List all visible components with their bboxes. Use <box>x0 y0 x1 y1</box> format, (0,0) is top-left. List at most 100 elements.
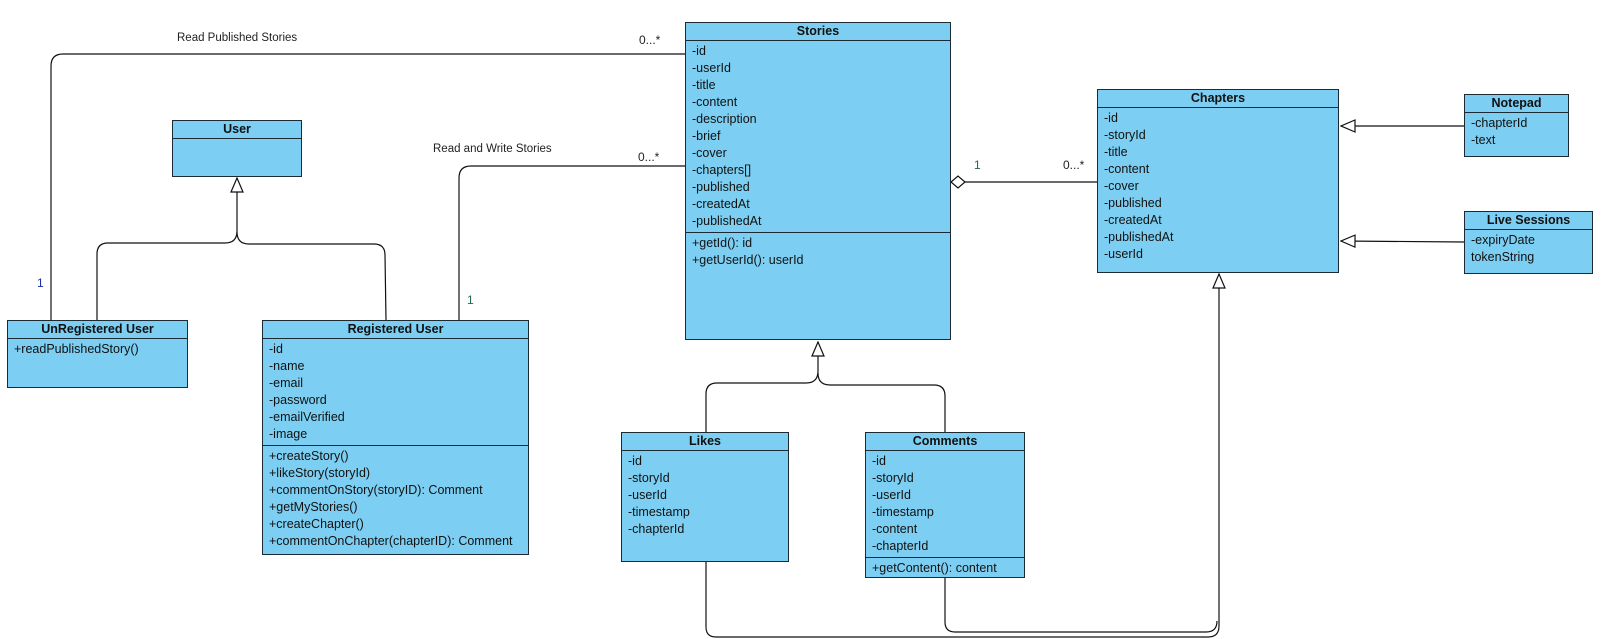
class-method: +getId(): id <box>692 236 753 250</box>
class-attribute: -publishedAt <box>692 214 762 228</box>
class-attribute: -userId <box>872 488 911 502</box>
class-attribute: -cover <box>1104 179 1139 193</box>
class-attribute: -id <box>692 44 706 58</box>
class-attribute: -chapters[] <box>692 163 752 177</box>
class-attribute: -emailVerified <box>269 410 345 424</box>
class-attribute: -storyId <box>628 471 670 485</box>
class-attributes: -id -name -email -password -emailVerified -im… <box>263 339 528 445</box>
class-attribute: -published <box>692 180 750 194</box>
aggregation-target-mult: 0...* <box>1063 158 1085 172</box>
class-attribute: -timestamp <box>628 505 690 519</box>
generalization-live-to-chapters <box>1341 241 1465 242</box>
generalization-unregistered-to-user <box>96 178 237 320</box>
class-method: +commentOnChapter(chapterID): Comment <box>269 534 513 548</box>
class-attribute: tokenString <box>1471 250 1535 264</box>
aggregation-diamond <box>950 175 966 189</box>
class-title: Chapters <box>1098 90 1338 108</box>
assoc-read-write-line <box>458 165 688 320</box>
class-attribute: -image <box>269 427 308 441</box>
class-method: +createStory() <box>269 449 349 463</box>
generalization-likes-to-stories <box>705 342 818 432</box>
class-attribute: -content <box>872 522 918 536</box>
class-user[interactable]: User <box>172 120 302 177</box>
class-title: Likes <box>622 433 788 451</box>
class-attribute: -title <box>692 78 716 92</box>
class-comments[interactable]: Comments -id -storyId -userId -timestamp -con… <box>865 432 1025 578</box>
class-attribute: -text <box>1471 133 1496 147</box>
class-method: +getMyStories() <box>269 500 358 514</box>
class-attribute: -publishedAt <box>1104 230 1174 244</box>
class-attribute: -brief <box>692 129 721 143</box>
assoc-read-published-source-mult: 1 <box>37 276 44 290</box>
class-attribute: -userId <box>1104 247 1143 261</box>
class-attributes: -expiryDate tokenString <box>1465 230 1592 268</box>
class-attributes: -id -storyId -title -content -cover -publishe… <box>1098 108 1338 265</box>
class-attribute: -userId <box>628 488 667 502</box>
class-attribute: -userId <box>692 61 731 75</box>
class-stories[interactable]: Stories -id -userId -title -content -descript… <box>685 22 951 340</box>
class-method: +commentOnStory(storyID): Comment <box>269 483 483 497</box>
class-attribute: -name <box>269 359 305 373</box>
class-attribute: -createdAt <box>692 197 750 211</box>
generalization-comments-to-chapters <box>944 578 1218 633</box>
class-attribute: -description <box>692 112 757 126</box>
class-attribute: -chapterId <box>1471 116 1528 130</box>
class-attribute: -chapterId <box>872 539 929 553</box>
generalization-likes-to-chapters <box>705 274 1219 638</box>
class-attributes: -id -userId -title -content -description -bri… <box>686 41 950 232</box>
class-title: Live Sessions <box>1465 212 1592 230</box>
aggregation-source-mult: 1 <box>974 158 981 172</box>
class-attribute: -id <box>269 342 283 356</box>
class-attribute: -content <box>1104 162 1150 176</box>
class-live-sessions[interactable]: Live Sessions -expiryDate tokenString <box>1464 211 1593 274</box>
class-attribute: -content <box>692 95 738 109</box>
class-title: User <box>173 121 301 139</box>
class-attribute: -timestamp <box>872 505 934 519</box>
class-title: Stories <box>686 23 950 41</box>
class-attribute: -cover <box>692 146 727 160</box>
class-method: +likeStory(storyId) <box>269 466 371 480</box>
class-method: +getContent(): content <box>872 561 997 575</box>
class-attribute: -chapterId <box>628 522 685 536</box>
class-attribute: -email <box>269 376 304 390</box>
class-attribute: -expiryDate <box>1471 233 1535 247</box>
class-attributes: +readPublishedStory() <box>8 339 187 360</box>
assoc-read-published-line <box>50 53 688 320</box>
class-attribute: -id <box>628 454 642 468</box>
class-method: +getUserId(): userId <box>692 253 804 267</box>
class-title: Registered User <box>263 321 528 339</box>
class-attribute: -published <box>1104 196 1162 210</box>
class-methods: +getId(): id +getUserId(): userId <box>686 232 950 271</box>
class-likes[interactable]: Likes -id -storyId -userId -timestamp -chapte… <box>621 432 789 562</box>
class-attribute: -createdAt <box>1104 213 1162 227</box>
class-methods: +createStory() +likeStory(storyId) +commen… <box>263 445 528 552</box>
assoc-read-write-label: Read and Write Stories <box>433 143 552 155</box>
class-registered-user[interactable]: Registered User -id -name -email -password -e… <box>262 320 529 555</box>
assoc-read-published-target-mult: 0...* <box>639 33 661 47</box>
class-title: Notepad <box>1465 95 1568 113</box>
class-unregistered-user[interactable]: UnRegistered User +readPublishedStory() <box>7 320 188 388</box>
class-attributes: -chapterId -text <box>1465 113 1568 151</box>
class-attributes: -id -storyId -userId -timestamp -content -cha… <box>866 451 1024 557</box>
generalization-comments-to-stories <box>817 372 946 432</box>
class-attribute: -storyId <box>872 471 914 485</box>
assoc-read-write-source-mult: 1 <box>467 293 474 307</box>
assoc-read-write-target-mult: 0...* <box>638 150 660 164</box>
class-notepad[interactable]: Notepad -chapterId -text <box>1464 94 1569 157</box>
class-attribute: -storyId <box>1104 128 1146 142</box>
class-methods: +getContent(): content <box>866 557 1024 579</box>
generalization-registered-to-user <box>236 231 387 321</box>
class-title: UnRegistered User <box>8 321 187 339</box>
class-attributes: -id -storyId -userId -timestamp -chapterId <box>622 451 788 540</box>
class-attributes <box>173 139 301 143</box>
class-attribute: -id <box>872 454 886 468</box>
class-attribute: -id <box>1104 111 1118 125</box>
class-attribute: -title <box>1104 145 1128 159</box>
class-method: +createChapter() <box>269 517 364 531</box>
class-chapters[interactable]: Chapters-id-storyId-title-content-cover-… <box>1097 89 1339 273</box>
class-attribute: +readPublishedStory() <box>14 342 139 356</box>
assoc-read-published-label: Read Published Stories <box>177 32 298 44</box>
class-title: Comments <box>866 433 1024 451</box>
class-attribute: -password <box>269 393 327 407</box>
